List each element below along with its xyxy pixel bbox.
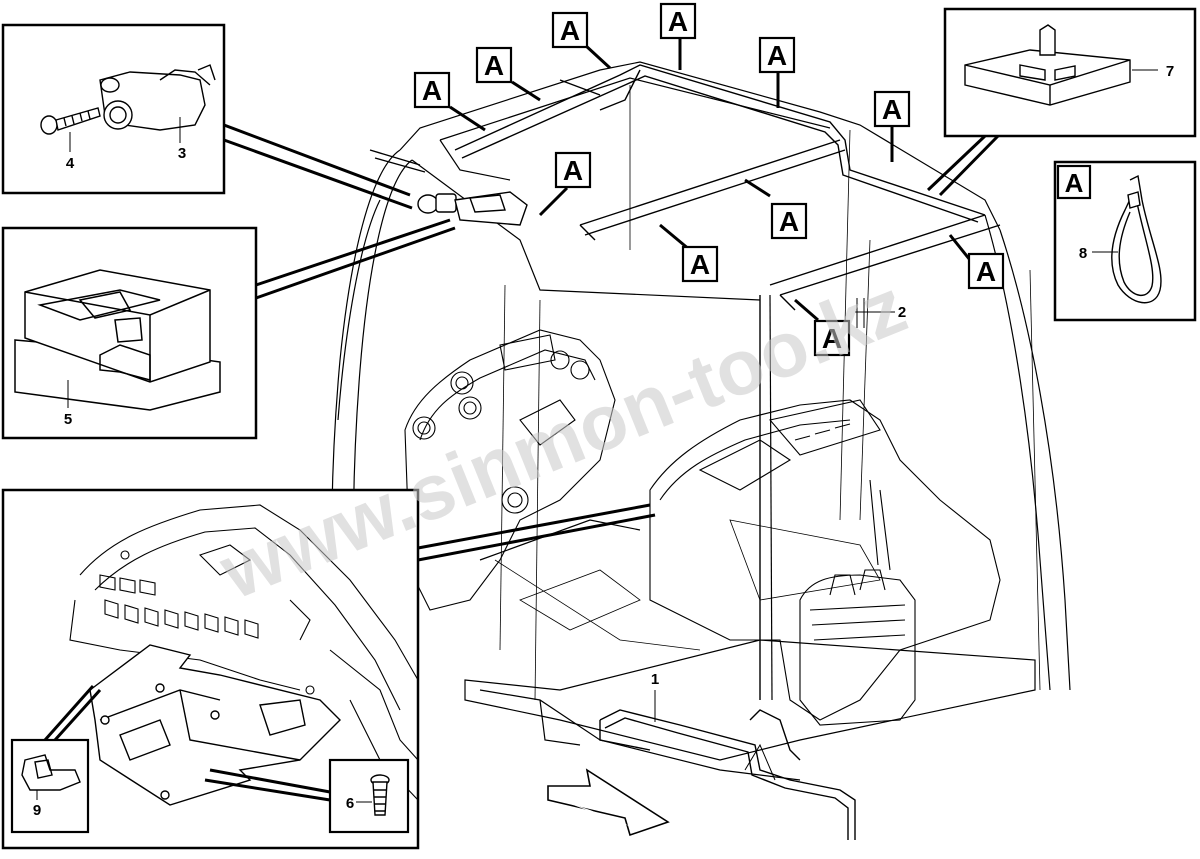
clip-nut-part	[21, 754, 81, 791]
part-number-1: 1	[651, 671, 659, 688]
switch-part	[99, 64, 216, 131]
detail-panel-relay-box: 5	[1, 218, 456, 440]
callout-a-label: A	[422, 75, 442, 106]
dashboard	[404, 329, 616, 611]
relay-box-part	[14, 269, 221, 411]
callout-a-label: A	[822, 323, 842, 354]
part-number-8: 8	[1079, 245, 1087, 262]
callout-a-label: A	[767, 40, 787, 71]
callout-a-label: A	[563, 155, 583, 186]
callout-a-label: A	[690, 249, 710, 280]
detail-panel-bracket: 9 6	[1, 488, 656, 850]
watermark: www.sinmon-too.kz	[207, 261, 917, 616]
callout-a-box: A	[813, 319, 851, 357]
callout-group: A A A A A A A A	[413, 2, 1005, 357]
cable-tie-callout-label: A	[1065, 168, 1084, 198]
callout-leaders	[449, 38, 972, 322]
callout-a-box: A	[554, 151, 592, 189]
callout-a-box: A	[967, 252, 1005, 290]
main-part-labels: 1 2	[651, 298, 906, 722]
cab-mounted-switch	[417, 191, 528, 226]
part-number-5: 5	[64, 411, 72, 428]
callout-a-label: A	[560, 15, 580, 46]
cable-tie-part	[1111, 174, 1162, 304]
part-number-9: 9	[33, 802, 41, 819]
callout-a-label: A	[668, 6, 688, 37]
callout-a-box: A	[873, 90, 911, 128]
clip-part	[964, 24, 1131, 106]
detail-panel-cable-tie: A 8	[1053, 160, 1197, 322]
part-number-7: 7	[1166, 63, 1174, 80]
detail-panel-clip: 7	[926, 7, 1197, 197]
part-number-6: 6	[346, 795, 354, 812]
callout-a-box: A	[475, 46, 513, 84]
part-number-3: 3	[178, 145, 186, 162]
callout-a-label: A	[484, 50, 504, 81]
watermark-text: www.sinmon-too.kz	[207, 261, 917, 616]
bracket-part	[89, 644, 341, 806]
callout-a-box: A	[681, 245, 719, 283]
direction-arrow	[547, 768, 670, 837]
callout-a-box: A	[659, 2, 697, 40]
part-number-2: 2	[898, 304, 906, 321]
screw-part	[40, 107, 101, 135]
callout-a-box: A	[413, 71, 451, 109]
callout-a-label: A	[882, 94, 902, 125]
part-number-4: 4	[66, 155, 75, 172]
callout-a-box: A	[770, 202, 808, 240]
bolt-part	[370, 774, 390, 816]
detail-panel-switch: 4 3	[1, 23, 413, 210]
callout-a-label: A	[976, 256, 996, 287]
callout-a-box: A	[551, 11, 589, 49]
sub-panel-bolt	[328, 758, 410, 834]
callout-a-box: A	[758, 36, 796, 74]
roof-harness	[369, 64, 1001, 311]
side-console	[649, 399, 1001, 726]
floor-harness	[599, 709, 856, 840]
callout-a-label: A	[779, 206, 799, 237]
